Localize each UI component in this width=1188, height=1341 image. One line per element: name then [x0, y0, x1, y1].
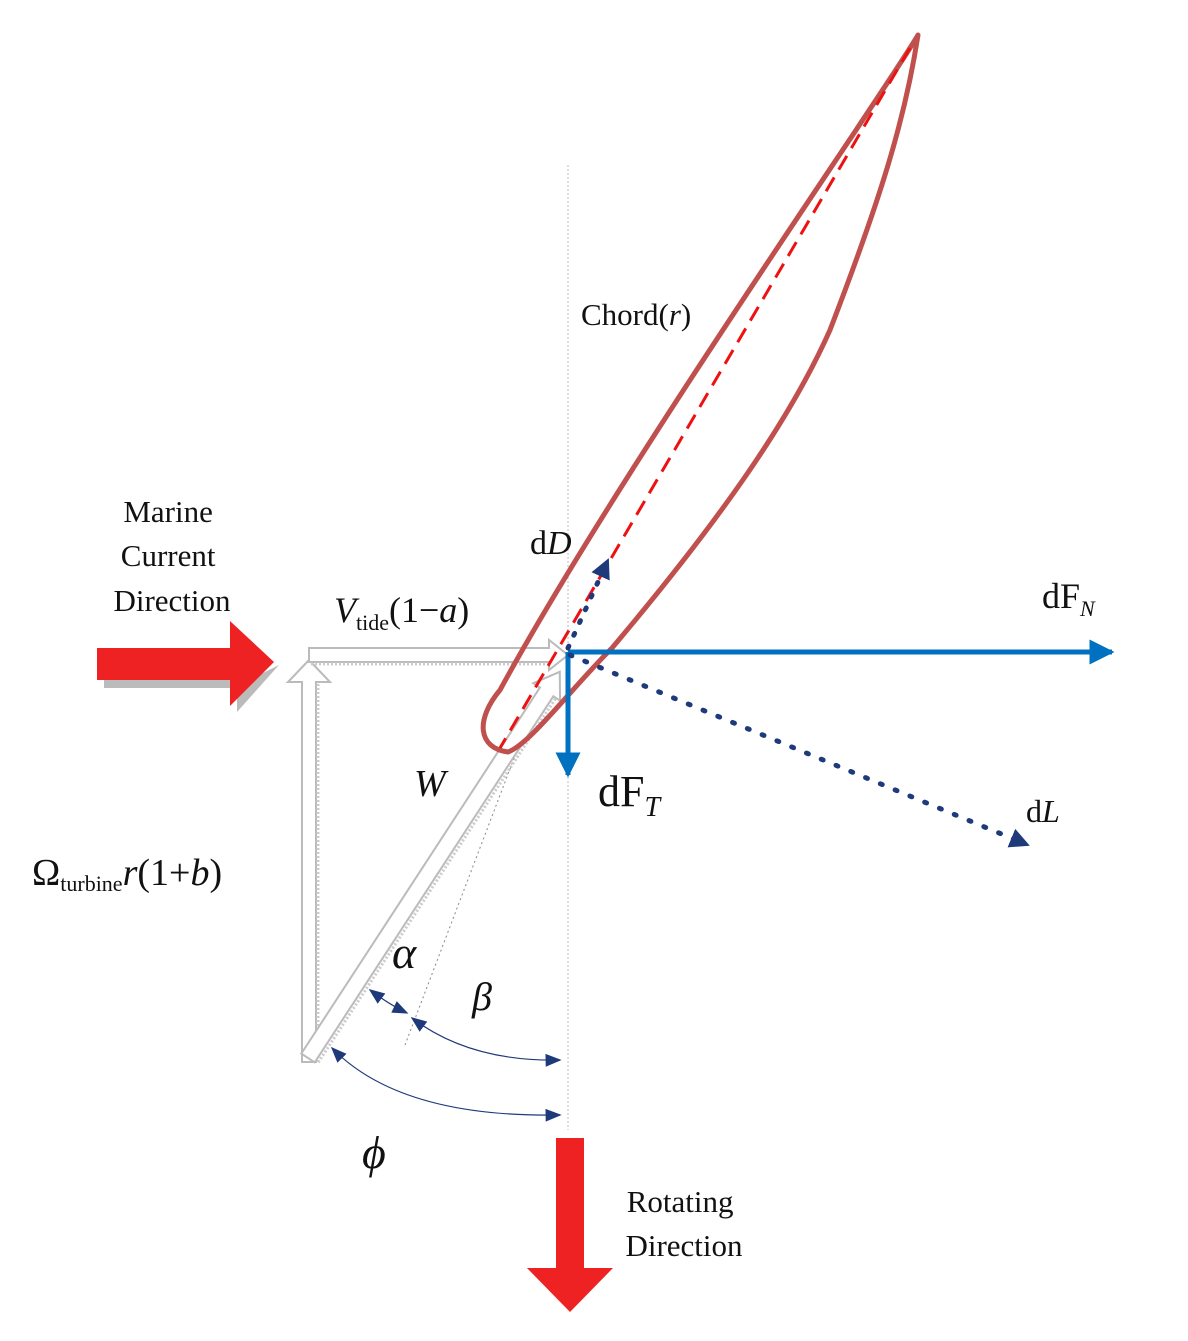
phi-arc — [330, 1046, 562, 1122]
chord-label: Chord(r) — [581, 297, 691, 332]
v-tide-label: Vtide(1−a) — [334, 590, 469, 635]
w-label: W — [414, 763, 449, 805]
alpha-label: α — [392, 927, 417, 978]
marine-current-arrow — [97, 621, 279, 712]
relative-velocity-arrow — [299, 670, 562, 1064]
tangential-force-label: dFT — [598, 767, 662, 823]
beta-label: β — [471, 974, 492, 1019]
normal-force-label: dFN — [1042, 576, 1096, 621]
drag-label: dD — [530, 525, 572, 562]
lift-force-arrow — [567, 652, 1031, 848]
lift-label: dL — [1026, 793, 1060, 829]
rotating-direction-label: Rotating Direction — [625, 1184, 743, 1263]
chord-line — [498, 47, 912, 749]
omega-label: Ωturbiner(1+b) — [32, 852, 222, 896]
rotating-direction-arrow — [527, 1138, 613, 1312]
alpha-arc — [368, 989, 409, 1014]
marine-current-label: Marine Current Direction — [113, 494, 231, 618]
phi-label: ϕ — [362, 1127, 386, 1178]
tangential-velocity-arrow — [285, 658, 333, 1064]
blade-profile — [480, 32, 921, 755]
drag-force-arrow — [565, 557, 611, 651]
beta-arc — [410, 1017, 562, 1067]
axial-velocity-arrow — [308, 637, 570, 673]
